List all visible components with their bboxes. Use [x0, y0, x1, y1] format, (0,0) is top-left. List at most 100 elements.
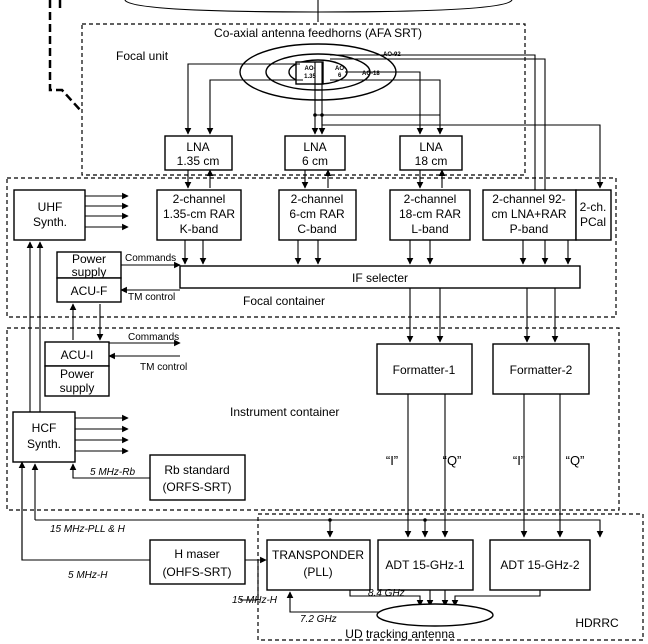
- instrument-container-label: Instrument container: [230, 405, 339, 419]
- pll-h-line: [35, 519, 604, 538]
- transponder-label-a: TRANSPONDER: [272, 548, 364, 562]
- power-instr-label-a: Power: [60, 367, 94, 381]
- formatter-1-label: Formatter-1: [393, 363, 456, 377]
- f72-label: 7.2 GHz: [300, 614, 337, 625]
- formatter-2-label: Formatter-2: [510, 363, 573, 377]
- rar-p-line1: 2-channel 92-: [492, 192, 565, 206]
- focal-unit-link: [48, 0, 83, 113]
- lna-to-rar-lines: [184, 113, 604, 189]
- uhf-label-a: UHF: [38, 200, 63, 214]
- ao18-label: AO-18: [362, 71, 380, 77]
- rar-c-band: [278, 189, 357, 241]
- feedhorn-ao135: [295, 61, 324, 85]
- rar-p-line3: P-band: [510, 222, 549, 236]
- pcal-label-b: PCal: [580, 215, 606, 229]
- if-selecter: [179, 265, 581, 289]
- ao135-label-a: AO-: [305, 66, 316, 72]
- focal-unit-frame: [81, 23, 526, 176]
- hcf-outputs: [75, 414, 129, 455]
- transponder: [266, 539, 371, 591]
- rar-p-band: [482, 189, 577, 241]
- lna-1-35-label-a: LNA: [186, 140, 209, 154]
- maser-label-b: (OHFS-SRT): [162, 565, 231, 579]
- tm-instr-label: TM control: [140, 362, 187, 373]
- rb-label-a: Rb standard: [164, 463, 229, 477]
- instrument-container-frame: [6, 327, 620, 511]
- rar-l-line1: 2-channel: [404, 192, 457, 206]
- rar-c-line1: 2-channel: [291, 192, 344, 206]
- if-to-formatter-lines: [406, 288, 559, 343]
- power-supply-focal: [56, 251, 122, 279]
- lna-18cm: [399, 135, 463, 171]
- rb-to-hcf: [69, 463, 150, 479]
- adt-15ghz-1: [377, 539, 474, 591]
- power-supply-instrument: [44, 365, 110, 397]
- uhf-synth: [13, 189, 86, 241]
- lna-6cm: [284, 135, 346, 171]
- pcal-label-a: 2-ch.: [580, 200, 607, 214]
- ao6-label-a: AO-: [335, 66, 346, 72]
- rar-p-line2: cm LNA+RAR: [491, 207, 566, 221]
- ao135-label-b: 1.35: [304, 74, 316, 80]
- commands-focal-label: Commands: [125, 253, 176, 264]
- feedhorns-title: Co-axial antenna feedhorns (AFA SRT): [214, 26, 422, 40]
- ao6-label-b: 6: [338, 73, 342, 79]
- rar-to-if-lines: [181, 240, 572, 265]
- hcf-synth: [12, 411, 76, 463]
- rar-k-band: [156, 189, 242, 241]
- synth-reference-lines: [26, 241, 104, 412]
- formatter-2: [492, 343, 590, 395]
- rar-c-line3: C-band: [297, 222, 336, 236]
- lna-18-label-a: LNA: [419, 140, 442, 154]
- antenna-label: UD tracking antenna: [345, 627, 455, 641]
- adt-1-label: ADT 15-GHz-1: [385, 558, 464, 572]
- rar-k-line1: 2-channel: [173, 192, 226, 206]
- rar-l-line3: L-band: [411, 222, 448, 236]
- lna-1-35cm: [164, 135, 233, 171]
- lna-18-label-b: 18 cm: [415, 154, 448, 168]
- rar-k-line2: 1.35-cm RAR: [163, 207, 235, 221]
- formatter-1: [376, 343, 473, 395]
- power-focal-label-b: supply: [72, 265, 107, 279]
- hcf-label-b: Synth.: [27, 437, 61, 451]
- hcf-label-a: HCF: [32, 421, 57, 435]
- commands-instr-label: Commands: [128, 332, 179, 343]
- rb-freq-label: 5 MHz-Rb: [90, 467, 135, 478]
- h5-label: 5 MHz-H: [68, 570, 108, 581]
- rar-k-line3: K-band: [180, 222, 219, 236]
- uhf-outputs: [85, 192, 129, 231]
- adt-2-label: ADT 15-GHz-2: [500, 558, 579, 572]
- rb-standard: [149, 454, 246, 501]
- maser-label-a: H maser: [174, 547, 219, 561]
- lna-6-label-b: 6 cm: [302, 154, 328, 168]
- rar-c-line2: 6-cm RAR: [289, 207, 345, 221]
- adt-15ghz-2: [489, 539, 591, 591]
- focal-container-label: Focal container: [243, 294, 325, 308]
- rb-label-b: (ORFS-SRT): [162, 480, 231, 494]
- lna-6-label-a: LNA: [303, 140, 326, 154]
- focal-unit-label: Focal unit: [116, 49, 169, 63]
- rf-feed-lines: [286, 590, 541, 613]
- acu-i-label: ACU-I: [61, 348, 94, 362]
- h-maser: [149, 539, 246, 585]
- tm-focal-label: TM control: [128, 292, 175, 303]
- h15-label: 15 MHz-H: [232, 595, 278, 606]
- power-focal-label-a: Power: [72, 252, 106, 266]
- pcal: [575, 189, 612, 241]
- uhf-label-b: Synth.: [33, 215, 67, 229]
- acu-f: [56, 277, 122, 303]
- formatter-to-adt-lines: [404, 394, 564, 538]
- acu-f-label: ACU-F: [71, 284, 108, 298]
- focal-container-frame: [6, 177, 617, 318]
- lna-1-35-label-b: 1.35 cm: [177, 154, 220, 168]
- rar-l-line2: 18-cm RAR: [399, 207, 461, 221]
- rar-l-band: [389, 189, 471, 241]
- hdrrc-label: HDRRC: [575, 616, 619, 630]
- formatter-2-i: “I”: [513, 453, 525, 468]
- formatter-1-i: “I”: [386, 453, 398, 468]
- formatter-2-q: “Q”: [566, 453, 585, 468]
- formatter-1-q: “Q”: [443, 453, 462, 468]
- feed-lines: [184, 54, 549, 201]
- pll-h-label: 15 MHz-PLL & H: [50, 524, 126, 535]
